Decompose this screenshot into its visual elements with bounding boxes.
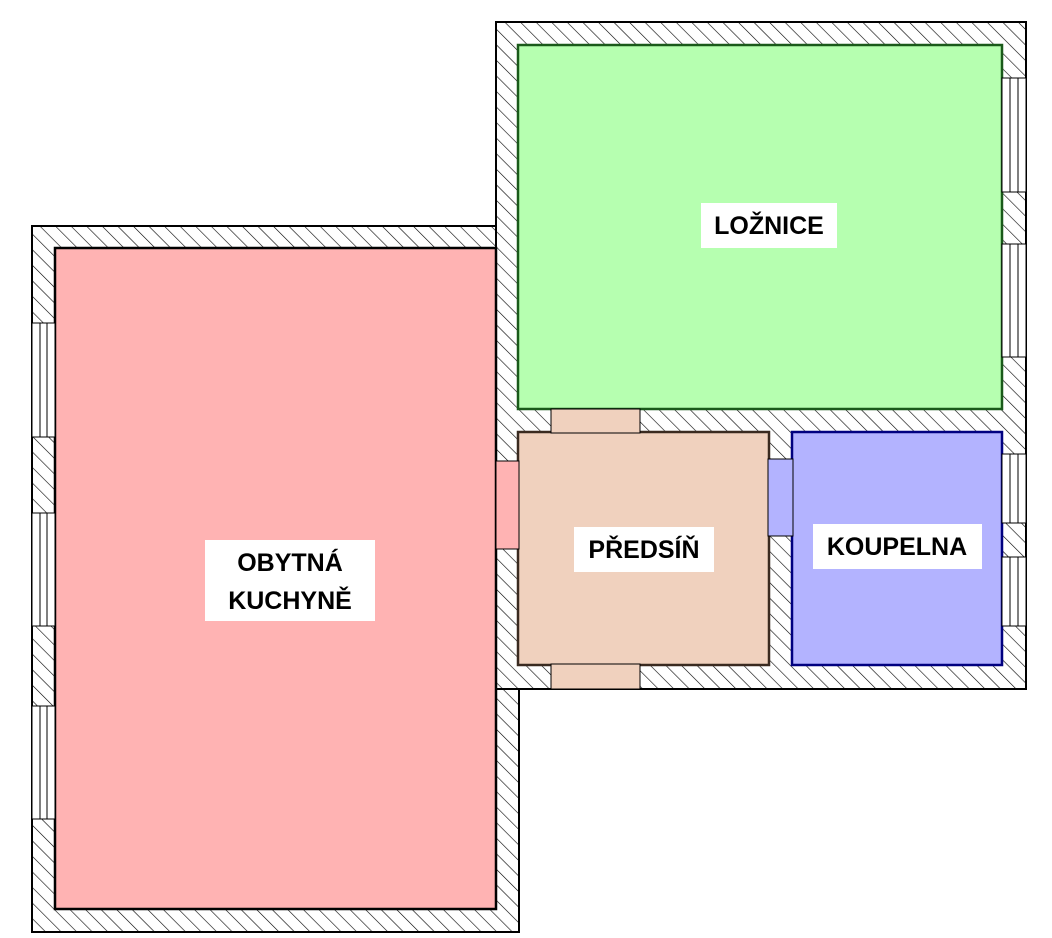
window-right-3 (1001, 453, 1027, 524)
window-right-4 (1001, 556, 1027, 627)
label-living-kitchen: OBYTNÁ KUCHYNĚ (205, 540, 375, 621)
rooms (53, 43, 1004, 911)
labels: OBYTNÁ KUCHYNĚ LOŽNICE PŘEDSÍŇ KOUPELNA (205, 203, 982, 621)
label-hall-text: PŘEDSÍŇ (588, 534, 699, 564)
window-right-2 (1001, 243, 1027, 358)
window-left-1 (31, 322, 56, 438)
label-bedroom-text: LOŽNICE (714, 210, 824, 240)
label-living-kitchen-line2: KUCHYNĚ (228, 585, 352, 615)
label-bedroom: LOŽNICE (701, 203, 837, 248)
label-bathroom: KOUPELNA (813, 524, 982, 569)
label-hall: PŘEDSÍŇ (574, 527, 714, 572)
window-left-3 (31, 705, 56, 820)
label-bathroom-text: KOUPELNA (827, 533, 967, 561)
windows (31, 77, 1027, 820)
window-right-1 (1001, 77, 1027, 193)
door-hall-to-bathroom (767, 458, 794, 537)
window-left-2 (31, 512, 56, 627)
label-living-kitchen-line1: OBYTNÁ (237, 548, 343, 577)
doorways (495, 408, 794, 690)
door-entrance (550, 663, 641, 690)
door-hall-to-living (495, 460, 520, 550)
door-hall-to-bedroom (550, 408, 641, 434)
